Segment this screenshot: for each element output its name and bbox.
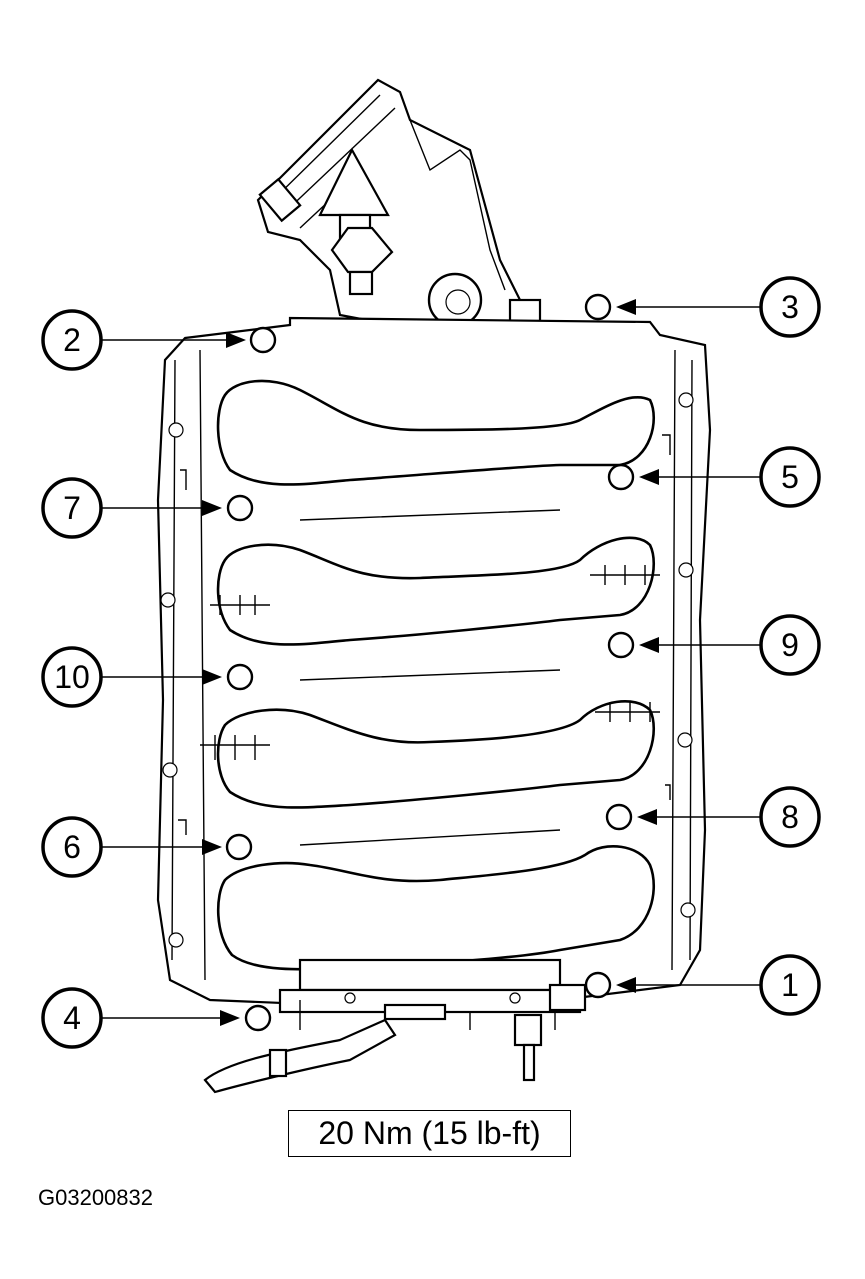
callout-7: 8	[759, 786, 821, 848]
fuel-rail	[203, 958, 587, 1094]
bolt-10	[226, 663, 254, 691]
throttle-bracket	[256, 78, 543, 332]
fuel-injectors	[200, 565, 660, 760]
callout-7-label: 8	[781, 799, 799, 835]
leader-lines	[100, 299, 760, 1026]
manifold-frame	[156, 316, 712, 1007]
bolt-5	[607, 463, 635, 491]
bolt-1	[584, 971, 612, 999]
callout-5-label: 5	[781, 459, 799, 495]
figure-id: G03200832	[38, 1185, 153, 1210]
callout-9-label: 9	[781, 627, 799, 663]
callout-1: 1	[759, 954, 821, 1016]
bolt-2	[249, 326, 277, 354]
callout-2-label: 2	[63, 322, 81, 358]
callout-3: 3	[759, 276, 821, 338]
intake-runners	[216, 379, 655, 971]
callout-6-label: 6	[63, 829, 81, 865]
callout-10: 10	[41, 646, 103, 708]
callout-4-label: 4	[63, 1000, 81, 1036]
torque-spec-box: 20 Nm (15 lb-ft)	[288, 1110, 571, 1157]
callout-1-label: 1	[781, 967, 799, 1003]
callout-3-label: 3	[781, 289, 799, 325]
bolt-4	[244, 1004, 272, 1032]
callout-4: 4	[41, 987, 103, 1049]
callout-8-label: 7	[63, 490, 81, 526]
torque-spec-label: 20 Nm (15 lb-ft)	[318, 1115, 541, 1151]
bolt-9	[607, 631, 635, 659]
callout-9: 9	[759, 614, 821, 676]
bolt-7	[605, 803, 633, 831]
callout-8: 7	[41, 477, 103, 539]
bolt-6	[225, 833, 253, 861]
bolt-8	[226, 494, 254, 522]
callout-5: 5	[759, 446, 821, 508]
callout-6: 6	[41, 816, 103, 878]
callout-2: 2	[41, 309, 103, 371]
bolt-3	[584, 293, 612, 321]
bolt-locations	[225, 293, 635, 1032]
callout-10-label: 10	[54, 659, 90, 695]
